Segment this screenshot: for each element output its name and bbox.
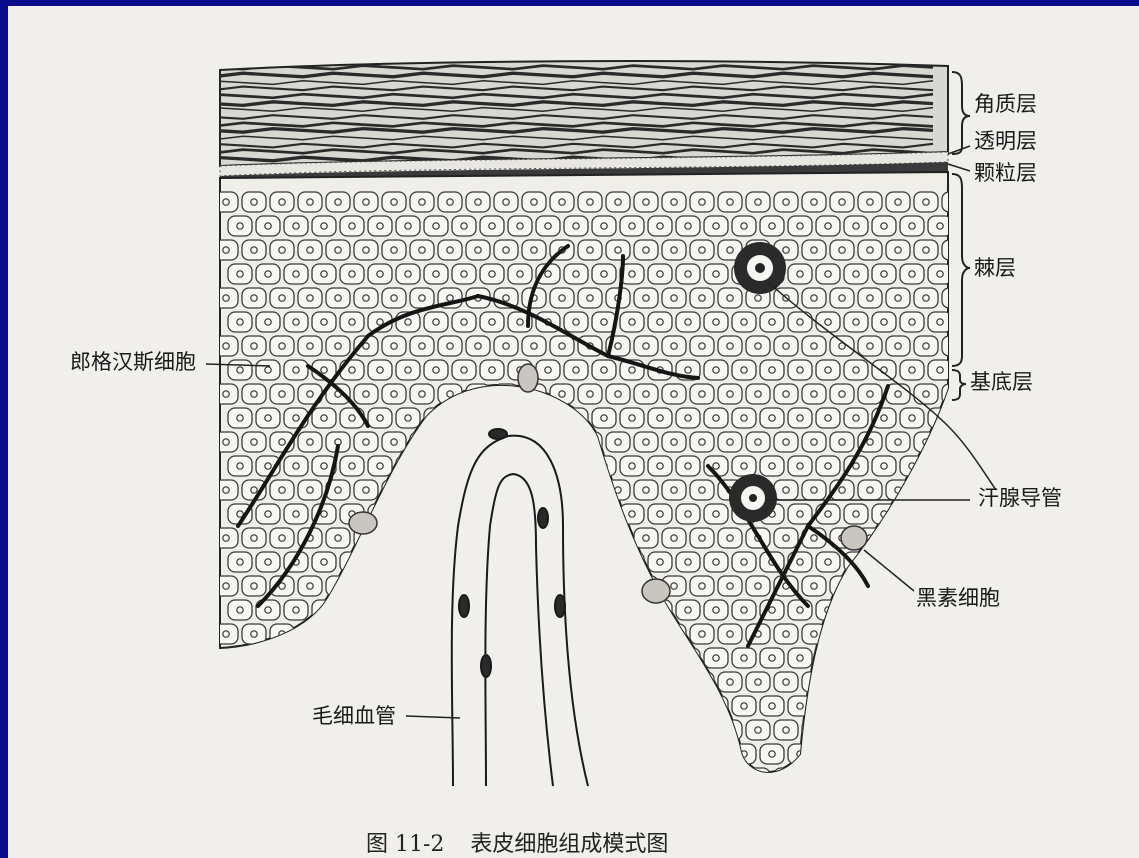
- label-stratum-granulosum: 颗粒层: [974, 163, 1037, 184]
- figure-caption: 图 11-2 表皮细胞组成模式图: [366, 826, 694, 858]
- caption-number: 图 11-2: [366, 832, 444, 857]
- epidermis-diagram: [8, 6, 1139, 858]
- label-stratum-basale: 基底层: [970, 372, 1033, 393]
- label-sweat-duct: 汗腺导管: [978, 488, 1062, 509]
- layer-brackets: [952, 72, 970, 400]
- spinous-basal-tissue: [214, 172, 980, 788]
- label-stratum-lucidum: 透明层: [974, 131, 1037, 152]
- label-langerhans-cell: 郎格汉斯细胞: [70, 352, 196, 373]
- stratum-corneum-layer: [213, 61, 948, 166]
- label-melanocyte: 黑素细胞: [916, 588, 1000, 609]
- caption-title: 表皮细胞组成模式图: [470, 832, 668, 857]
- capillary-loop: [452, 429, 588, 786]
- slide: 角质层 透明层 颗粒层 棘层 基底层 郎格汉斯细胞 汗腺导管 黑素细胞 毛细血管…: [8, 6, 1139, 858]
- label-capillary: 毛细血管: [312, 706, 396, 727]
- label-stratum-spinosum: 棘层: [974, 258, 1016, 279]
- label-stratum-corneum: 角质层: [974, 94, 1037, 115]
- sweat-duct-section-lower: [729, 474, 777, 522]
- sweat-duct-section-upper: [734, 242, 786, 294]
